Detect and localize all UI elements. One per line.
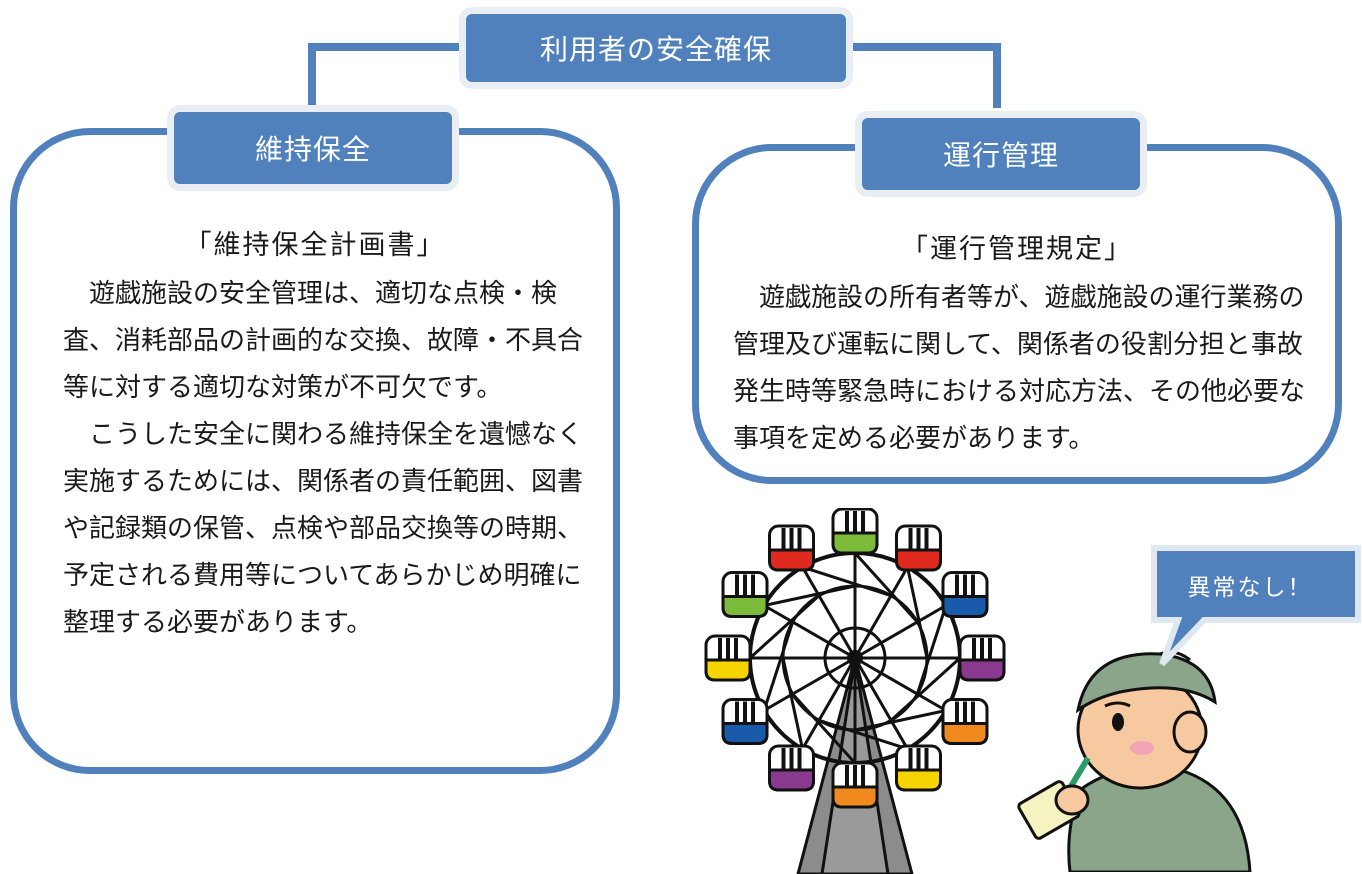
maintenance-label-text: 維持保全 <box>254 133 371 166</box>
maintenance-paragraph: 遊戯施設の安全管理は、適切な点検・検査、消耗部品の計画的な交換、故障・不具合等に… <box>63 279 584 403</box>
maintenance-heading: 「維持保全計画書」 <box>184 230 446 261</box>
inspector-illustration <box>1017 650 1252 872</box>
top-title: 利用者の安全確保 <box>539 33 772 66</box>
gondola <box>721 571 769 618</box>
operation-label: 運行管理 <box>862 118 1140 190</box>
gondola <box>831 508 879 555</box>
operation-panel: 「運行管理規定」 遊戯施設の所有者等が、遊戯施設の運行業務の管理及び運転に関して… <box>692 144 1342 484</box>
top-title-box: 利用者の安全確保 <box>466 14 846 82</box>
gondola <box>768 744 815 792</box>
gondola <box>941 698 989 745</box>
gondola <box>831 761 879 809</box>
maintenance-paragraph: こうした安全に関わる維持保全を遺憾なく実施するためには、関係者の責任範囲、図書や… <box>63 420 584 638</box>
gondola <box>958 634 1006 682</box>
gondola <box>895 524 942 572</box>
maintenance-body: 遊戯施設の安全管理は、適切な点検・検査、消耗部品の計画的な交換、故障・不具合等に… <box>63 271 583 647</box>
operation-label-text: 運行管理 <box>942 139 1059 172</box>
speech-bubble <box>1151 545 1361 667</box>
gondola <box>895 744 942 792</box>
gondola <box>941 571 989 618</box>
maintenance-panel: 「維持保全計画書」 遊戯施設の安全管理は、適切な点検・検査、消耗部品の計画的な交… <box>10 128 620 774</box>
operation-body: 遊戯施設の所有者等が、遊戯施設の運行業務の管理及び運転に関して、関係者の役割分担… <box>733 275 1313 463</box>
gondola <box>768 524 815 572</box>
gondola <box>721 698 769 745</box>
operation-heading: 「運行管理規定」 <box>901 234 1133 265</box>
maintenance-label: 維持保全 <box>174 112 452 184</box>
gondola <box>704 634 752 682</box>
speech-bubble-text: 異常なし！ <box>1187 575 1313 601</box>
ferris-wheel-illustration <box>704 508 1006 874</box>
operation-paragraph: 遊戯施設の所有者等が、遊戯施設の運行業務の管理及び運転に関して、関係者の役割分担… <box>733 283 1306 454</box>
